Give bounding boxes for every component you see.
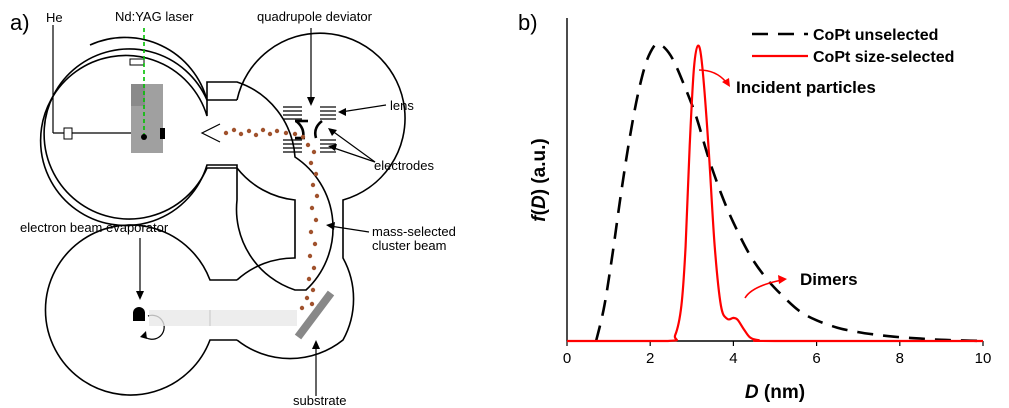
legend-label-size-selected: CoPt size-selected <box>813 49 954 66</box>
source-chamber <box>43 48 208 220</box>
x-tick-label: 4 <box>729 350 737 367</box>
y-axis-label: f(D) (a.u.) <box>529 138 550 221</box>
x-tick-label: 2 <box>646 350 654 367</box>
legend: CoPt unselected CoPt size-selected <box>752 27 954 66</box>
dimers-arrow <box>744 279 783 299</box>
beam-label-line1: mass-selected <box>372 224 456 239</box>
substrate-label: substrate <box>293 393 346 408</box>
x-tick-label: 0 <box>563 350 571 367</box>
electrodes-label: electrodes <box>374 158 434 173</box>
series-line-unselected <box>594 42 984 343</box>
evaporator-label: electron beam evaporator <box>20 220 169 235</box>
evaporation-stream <box>149 310 297 326</box>
x-tick-label: 8 <box>896 350 904 367</box>
schematic-panel: a) He Nd:YAG laser <box>10 9 456 408</box>
x-tick-label: 10 <box>975 350 992 367</box>
substrate <box>294 290 335 340</box>
he-label: He <box>46 10 63 25</box>
laser-window <box>129 58 145 66</box>
source-chamber-top <box>89 36 208 101</box>
evaporator-source <box>133 307 145 321</box>
deviator-label: quadrupole deviator <box>257 9 373 24</box>
incident-annotation: Incident particles <box>736 78 876 97</box>
panel-label-a: a) <box>10 10 30 35</box>
skimmer-nozzle <box>200 123 221 143</box>
deposition-chamber <box>44 224 237 396</box>
incident-arrow <box>698 69 727 83</box>
deviator-chamber <box>236 32 406 360</box>
cluster-beam <box>223 127 322 311</box>
x-axis-label: D (nm) <box>745 382 805 403</box>
lens-label: lens <box>390 98 414 113</box>
dimers-annotation: Dimers <box>800 270 858 289</box>
quadrupole-deviator <box>283 106 336 153</box>
x-ticks: 0 2 4 6 8 10 <box>563 341 992 367</box>
distribution-chart: b) 0 2 4 6 8 10 D (nm) f(D) (a.u.) CoPt unsel… <box>518 10 991 403</box>
laser-label: Nd:YAG laser <box>115 9 194 24</box>
x-tick-label: 6 <box>812 350 820 367</box>
series-line-size-selected <box>566 44 983 343</box>
panel-label-b: b) <box>518 10 538 35</box>
vacuum-chamber-outline <box>39 54 334 291</box>
beam-label-line2: cluster beam <box>372 238 446 253</box>
legend-label-unselected: CoPt unselected <box>813 27 938 44</box>
